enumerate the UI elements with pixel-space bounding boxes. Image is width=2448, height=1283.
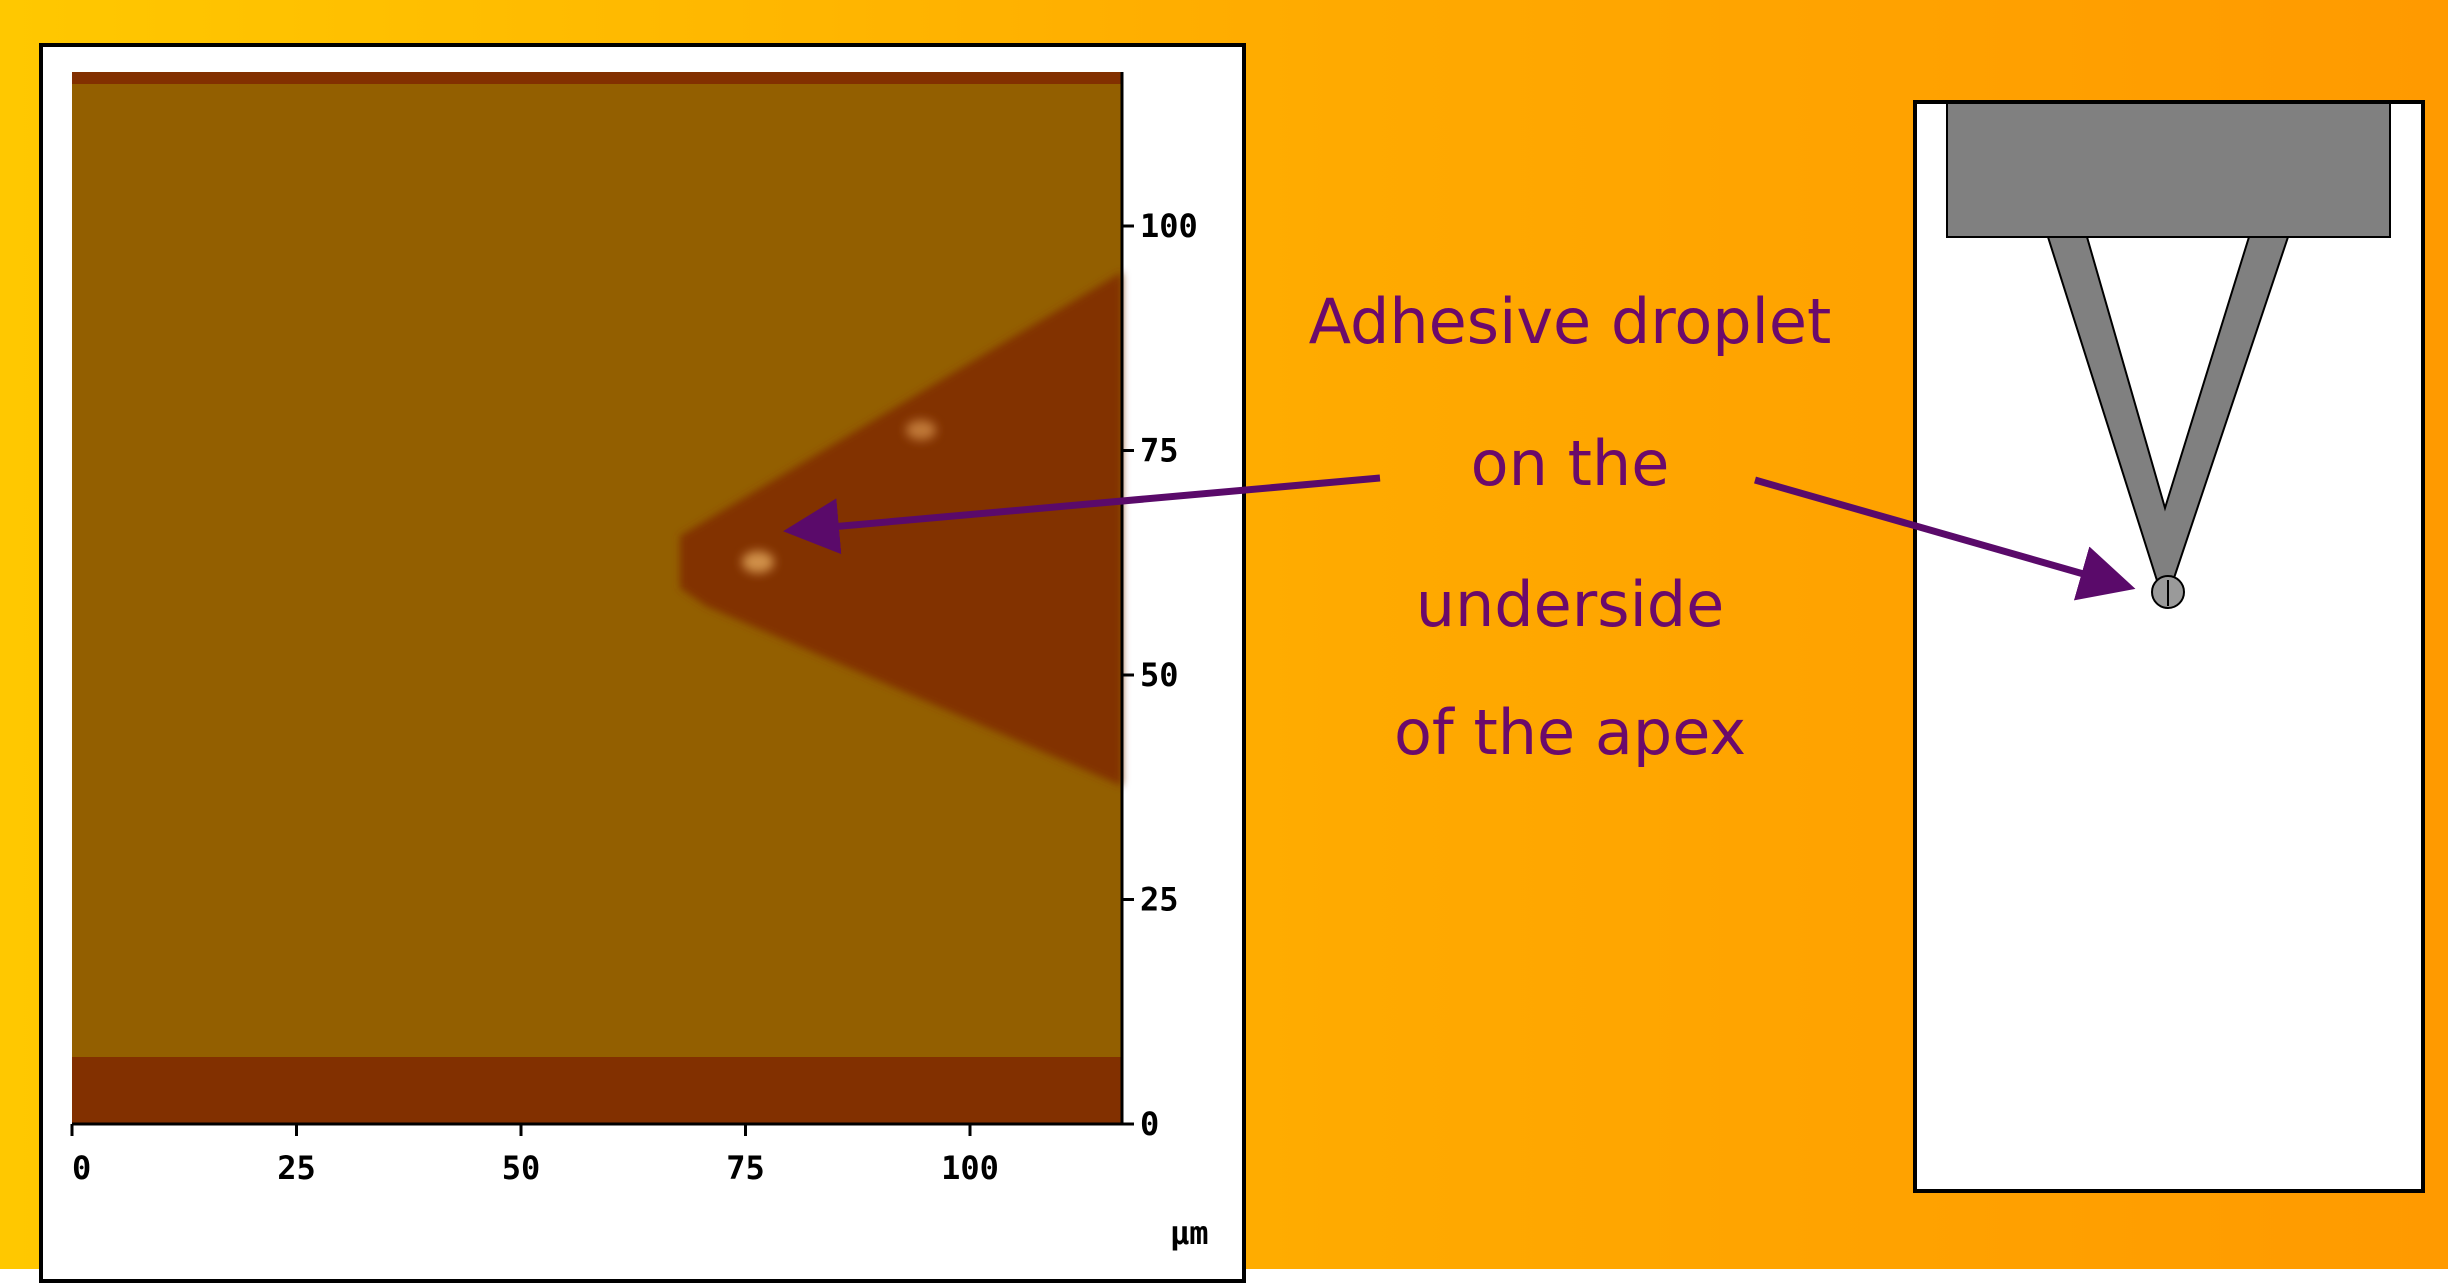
y-tick-label: 50 [1140,656,1179,694]
caption-line-1: Adhesive droplet [1308,285,1832,358]
caption-line-2: on the [1470,427,1670,500]
cantilever-chip [1946,102,2391,238]
caption-line-4: of the apex [1393,696,1747,769]
adhesive-droplet-marks [742,420,936,573]
cantilever-arms [2046,236,2290,591]
x-tick-label: 0 [72,1149,91,1187]
x-tick-label: 25 [277,1149,316,1187]
caption-line-3: underside [1415,568,1725,641]
afm-axes [72,72,1124,1126]
y-tick-label: 0 [1140,1105,1159,1143]
x-tick-label: 100 [941,1149,999,1187]
y-tick-label: 100 [1140,207,1198,245]
y-axis-ticks: 0 25 50 75 100 [1122,207,1198,1143]
afm-bottom-band [72,1057,1122,1124]
afm-height-image [72,72,1122,1124]
x-axis-ticks: 0 25 50 75 100 [70,1124,999,1187]
arrow-to-afm-droplet [783,474,1381,555]
y-tick-label: 25 [1140,881,1179,919]
y-tick-label: 75 [1140,432,1179,470]
x-tick-label: 50 [502,1149,541,1187]
v-shaped-cantilever-icon [1946,102,2391,609]
cantilever-shadow [680,272,1122,786]
cantilever-panel [1913,100,2425,1193]
x-tick-label: 75 [726,1149,765,1187]
axis-unit-label: μm [1170,1214,1209,1252]
arrow-to-cantilever-apex [1754,476,2136,601]
afm-top-band [72,72,1122,84]
